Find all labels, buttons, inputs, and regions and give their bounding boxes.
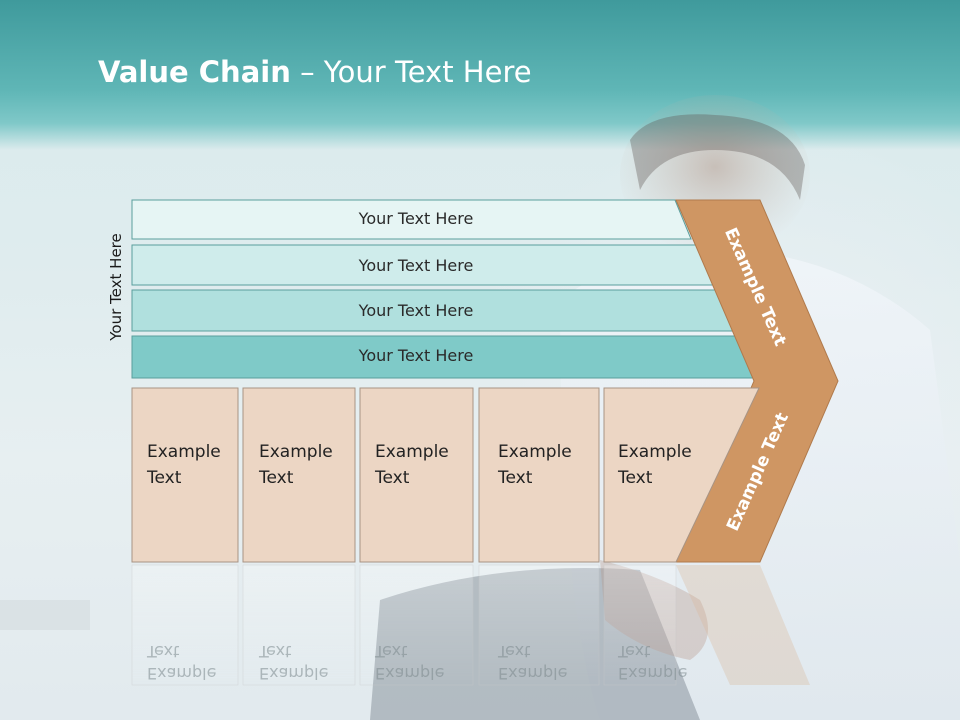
cell-line1: Example: [375, 664, 445, 683]
support-bar-2-text: Your Text Here: [358, 256, 474, 275]
cell-line1: Example: [259, 442, 333, 462]
activity-cell-3: [359, 387, 474, 563]
activity-cell-4: [478, 387, 600, 563]
cell-line2: Text: [498, 468, 533, 488]
cell-line2: Text: [375, 468, 410, 488]
cell-line1: Example: [498, 442, 572, 462]
reflection-text-1: Example Text: [147, 640, 216, 684]
cell-line2: Text: [618, 468, 653, 488]
support-bar-4-text: Your Text Here: [358, 346, 474, 365]
reflection-text-5: Example Text: [618, 640, 687, 684]
cell-line1: Example: [147, 442, 221, 462]
cell-line2: Text: [618, 642, 651, 661]
cell-line1: Example: [618, 664, 688, 683]
cell-line2: Text: [259, 642, 292, 661]
cell-line1: Example: [259, 664, 329, 683]
support-bar-1-text: Your Text Here: [358, 209, 474, 228]
slide-title: Value Chain – Your Text Here: [98, 55, 532, 89]
support-bar-1: [131, 199, 692, 240]
reflection-text-4: Example Text: [498, 640, 567, 684]
header-band: [0, 0, 960, 150]
cell-line2: Text: [375, 642, 408, 661]
cell-line1: Example: [375, 442, 449, 462]
reflection-text-3: Example Text: [375, 640, 444, 684]
cell-line2: Text: [147, 642, 180, 661]
reflection-text-2: Example Text: [259, 640, 328, 684]
title-bold: Value Chain: [98, 55, 291, 89]
support-bar-3-text: Your Text Here: [358, 301, 474, 320]
title-rest: – Your Text Here: [290, 55, 532, 89]
cell-line2: Text: [498, 642, 531, 661]
activity-cell-1: [131, 387, 239, 563]
cell-line1: Example: [618, 442, 692, 462]
reflection: [131, 564, 810, 686]
cell-line1: Example: [498, 664, 568, 683]
cell-line1: Example: [147, 664, 217, 683]
cell-line2: Text: [259, 468, 294, 488]
cell-line2: Text: [147, 468, 182, 488]
activity-cell-5: [603, 387, 760, 563]
activity-cell-2: [242, 387, 356, 563]
